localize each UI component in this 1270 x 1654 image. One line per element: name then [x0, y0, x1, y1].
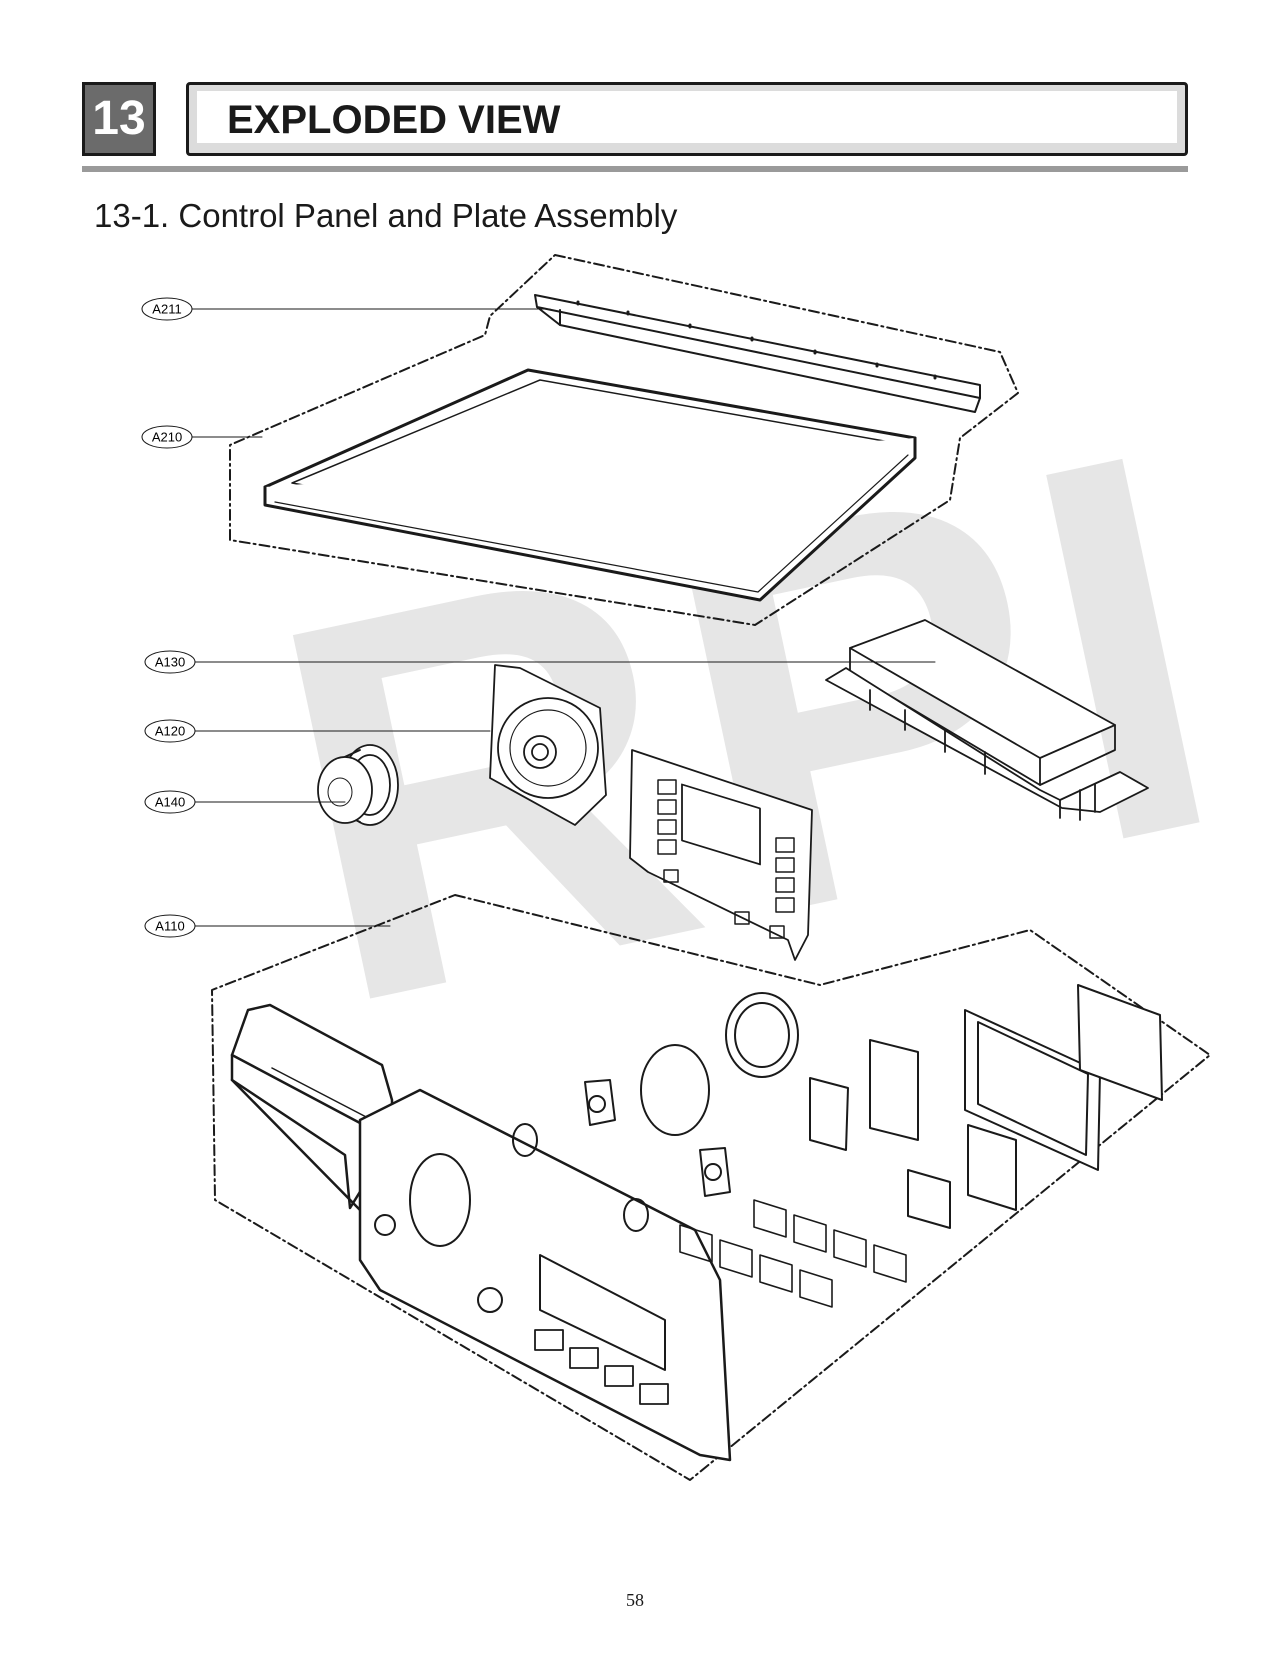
group-boundary-bottom — [211, 894, 1211, 1481]
part-a130-pcb-box — [825, 619, 1149, 821]
section-title: EXPLODED VIEW — [227, 98, 561, 142]
callouts: A211 A210 A130 A120 A140 A110 — [141, 297, 196, 938]
section-title-box: EXPLODED VIEW — [186, 82, 1188, 156]
part-a140-knob — [317, 744, 399, 826]
callout-label: A211 — [152, 302, 181, 317]
callout-a210: A210 — [141, 425, 193, 449]
callout-a140: A140 — [144, 790, 196, 814]
header-rule — [82, 166, 1188, 172]
part-a210-top-plate — [263, 368, 917, 602]
callout-label: A130 — [155, 655, 185, 670]
callout-a110: A110 — [144, 914, 196, 938]
callout-label: A110 — [155, 919, 184, 934]
part-a110-front-panel — [230, 1003, 732, 1462]
leader-lines — [191, 308, 936, 927]
callout-label: A140 — [155, 795, 185, 810]
callout-label: A210 — [152, 430, 182, 445]
callout-a211: A211 — [141, 297, 193, 321]
section-number: 13 — [82, 82, 156, 156]
page-subtitle: 13-1. Control Panel and Plate Assembly — [94, 197, 678, 234]
section-title-inner: EXPLODED VIEW — [197, 91, 1177, 143]
callout-a120: A120 — [144, 719, 196, 743]
callout-label: A120 — [155, 724, 185, 739]
part-a120-control-bracket — [489, 664, 813, 961]
page-number: 58 — [626, 1590, 644, 1610]
callout-a130: A130 — [144, 650, 196, 674]
group-boundary-top — [229, 254, 1019, 626]
panel-small-parts — [512, 984, 1163, 1308]
part-a211-rail — [534, 294, 981, 413]
